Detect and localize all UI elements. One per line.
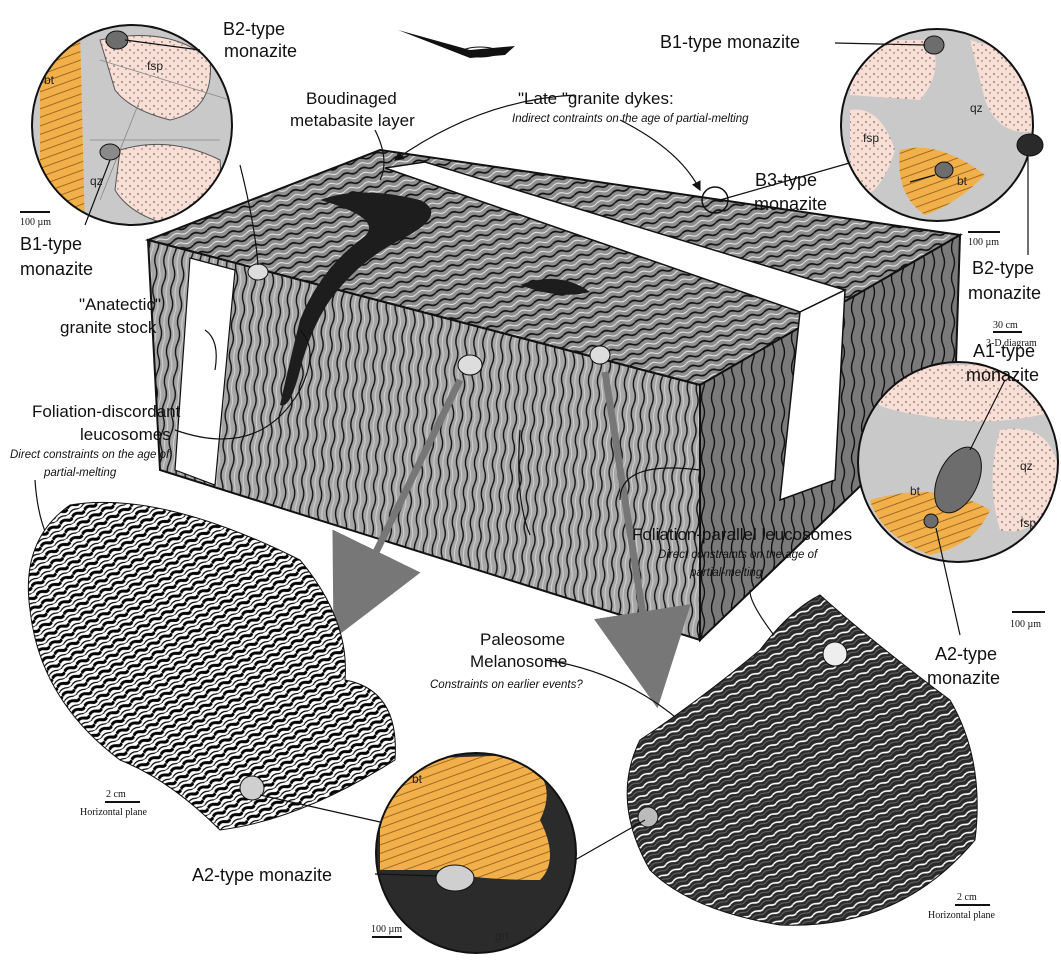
late-dykes-note: Indirect contraints on the age of partia… bbox=[512, 113, 749, 125]
a2-type-label-right: A2-type bbox=[935, 644, 997, 664]
b2-monazite-label-top-left: monazite bbox=[224, 41, 297, 61]
qz-label-tr: qz bbox=[970, 101, 983, 115]
bt-label-tl: bt bbox=[44, 73, 55, 87]
a2-monazite-label-right: monazite bbox=[927, 668, 1000, 688]
hand-sample-right bbox=[627, 595, 977, 925]
scale-2cm-left-caption: Horizontal plane bbox=[80, 807, 147, 818]
a1-monazite-label: monazite bbox=[966, 365, 1039, 385]
foliation-discordant-note-1: Direct constraints on the age of bbox=[10, 449, 171, 461]
late-dykes-label: "Late "granite dykes: bbox=[518, 89, 674, 108]
melanosome-label: Melanosome bbox=[470, 652, 567, 671]
scale-30cm: 30 cm bbox=[993, 320, 1018, 331]
compass-arrow bbox=[398, 30, 515, 58]
b2-type-label-right: B2-type bbox=[972, 258, 1034, 278]
anatectic-label: "Anatectic" bbox=[79, 295, 161, 314]
b1-type-label-top-right: B1-type monazite bbox=[660, 32, 800, 52]
b2-monazite-label-right: monazite bbox=[968, 283, 1041, 303]
paleosome-label: Paleosome bbox=[480, 630, 565, 649]
leucosomes-label-left: leucosomes bbox=[80, 425, 171, 444]
b3-type-label: B3-type bbox=[755, 170, 817, 190]
micrograph-right bbox=[855, 360, 1061, 635]
fsp-label-r: fsp bbox=[1020, 516, 1036, 530]
hand-sample-left bbox=[28, 502, 395, 830]
qz-label-tl: qz bbox=[90, 174, 103, 188]
scale-3d-caption: 3-D diagram bbox=[986, 338, 1037, 349]
b2-type-label-top-left: B2-type bbox=[223, 19, 285, 39]
a2-type-label-bottom: A2-type monazite bbox=[192, 865, 332, 885]
scale-100um-r: 100 µm bbox=[1010, 619, 1041, 630]
bt-label-tr: bt bbox=[957, 174, 968, 188]
foliation-parallel-note-2: partial-melting bbox=[689, 567, 763, 579]
qz-label-r: qz bbox=[1020, 459, 1033, 473]
b1-type-label-left: B1-type bbox=[20, 234, 82, 254]
foliation-discordant-label: Foliation-discordant bbox=[32, 402, 181, 421]
bt-label-b: bt bbox=[412, 772, 423, 786]
b3-monazite-label: monazite bbox=[754, 194, 827, 214]
granite-stock-label: granite stock bbox=[60, 318, 157, 337]
fsp-label-tl: fsp bbox=[147, 59, 163, 73]
boudinaged-label: Boudinaged bbox=[306, 89, 397, 108]
scale-100um-tr: 100 µm bbox=[968, 237, 999, 248]
grt-label-b: grt bbox=[495, 929, 510, 943]
paleosome-note: Constraints on earlier events? bbox=[430, 679, 583, 691]
scale-2cm-right: 2 cm bbox=[957, 892, 977, 903]
metabasite-label: metabasite layer bbox=[290, 111, 415, 130]
foliation-discordant-note-2: partial-melting bbox=[43, 467, 117, 479]
foliation-parallel-note-1: Direct constraints on the age of bbox=[658, 549, 819, 561]
foliation-parallel-label: Foliation-parallel leucosomes bbox=[632, 525, 852, 544]
scale-100um-tl: 100 µm bbox=[20, 217, 51, 228]
bt-label-r: bt bbox=[910, 484, 921, 498]
micrograph-top-left bbox=[30, 20, 240, 230]
scale-100um-bottom: 100 µm bbox=[371, 924, 402, 935]
scale-2cm-right-caption: Horizontal plane bbox=[928, 910, 995, 921]
b1-monazite-label-left: monazite bbox=[20, 259, 93, 279]
fsp-label-tr: fsp bbox=[863, 131, 879, 145]
scale-2cm-left: 2 cm bbox=[106, 789, 126, 800]
